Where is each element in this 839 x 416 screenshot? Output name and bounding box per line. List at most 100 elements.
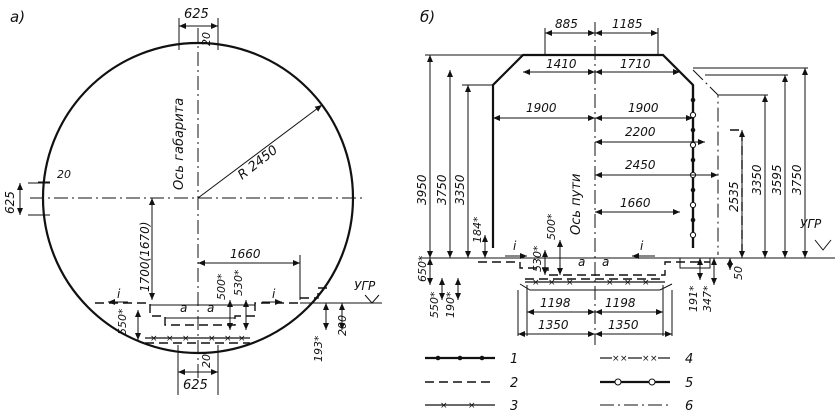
panel-b-label: б) (420, 8, 435, 26)
dim-1198a-label: 1198 (540, 296, 571, 310)
ugr-label-a: УГР (354, 279, 376, 293)
slope-i-left: i (117, 287, 121, 301)
mark-a-left-b: a (578, 255, 585, 269)
dim-2535-label: 2535 (727, 181, 741, 212)
dim-530b-label: 530* (531, 245, 544, 272)
svg-text:×: × (650, 354, 658, 364)
svg-text:×: × (208, 334, 216, 344)
dim-3950-label: 3950 (415, 174, 429, 205)
bottom-width-label: 625 (183, 378, 208, 393)
ugr-label-b: УГР (800, 217, 822, 231)
dim-347-label: 347* (701, 285, 714, 312)
legend-item-2: 2 (425, 376, 518, 391)
dim-1198b-label: 1198 (605, 296, 636, 310)
legend-item-5: 5 (600, 376, 693, 391)
dim-550-label: 550* (116, 308, 129, 335)
top-width-label: 625 (184, 7, 209, 22)
height-label: 1700(1670) (138, 222, 152, 292)
mark-a-right-b: a (602, 255, 609, 269)
dim-530-label: 530* (232, 269, 245, 296)
left-small-label: 20 (57, 168, 71, 181)
svg-text:×: × (532, 278, 540, 288)
legend-num-1: 1 (510, 352, 518, 367)
dim-1900b-label: 1900 (628, 101, 659, 115)
dim-2450-label: 2450 (625, 158, 656, 172)
dim-1410-label: 1410 (546, 57, 577, 71)
dim-1660-label: 1660 (230, 247, 261, 261)
structure-outline (692, 69, 719, 255)
right-curb (679, 258, 711, 269)
mark-a-right: a (207, 301, 214, 315)
legend-num-3: 3 (510, 399, 518, 414)
dim-1350a-label: 1350 (538, 318, 569, 332)
dim-r3595-label: 3595 (770, 164, 784, 195)
top-small-label: 20 (200, 32, 213, 46)
dim-193-label: 193* (312, 335, 325, 362)
legend-item-4: ×× ×× 4 (600, 352, 693, 367)
mark-a-left: a (180, 301, 187, 315)
dim-200-label: 200 (336, 315, 349, 336)
track-bed-b (478, 261, 710, 276)
dim-3750-label: 3750 (435, 174, 449, 205)
dim-190-label: 190* (444, 291, 457, 318)
ugr-symbol-a (364, 294, 380, 304)
legend-item-6: 6 (600, 399, 693, 414)
dim-r3350-label: 3350 (750, 164, 764, 195)
dim-500b-label: 500* (545, 213, 558, 240)
legend-item-1: 1 (425, 352, 518, 367)
radius-label: R 2450 (235, 143, 281, 183)
dim-650-label: 650* (416, 255, 429, 282)
svg-text:×: × (468, 401, 476, 411)
panel-b: б) Ось пути 885 1185 141 (415, 8, 835, 345)
svg-text:×: × (238, 334, 246, 344)
dim-r3750-label: 3750 (790, 164, 804, 195)
dim-191-label: 191* (687, 285, 700, 312)
svg-text:×: × (620, 354, 628, 364)
slope-i-right-b: i (640, 239, 644, 253)
svg-text:×: × (624, 278, 632, 288)
dim-50-label: 50 (732, 266, 745, 280)
left-width-label: 625 (3, 191, 17, 214)
track-slab-b (519, 283, 673, 291)
slope-i-left-b: i (513, 239, 517, 253)
track-bed-dashed (95, 302, 300, 326)
svg-text:×: × (166, 334, 174, 344)
svg-text:×: × (440, 401, 448, 411)
track-axis-label: Ось пути (569, 174, 584, 235)
dim-1710-label: 1710 (620, 57, 651, 71)
svg-text:×: × (182, 334, 190, 344)
svg-text:×: × (566, 278, 574, 288)
svg-text:×: × (612, 354, 620, 364)
legend-num-2: 2 (510, 376, 518, 391)
structure-outline-2 (730, 129, 743, 255)
svg-text:×: × (642, 354, 650, 364)
line1-dots (690, 97, 696, 223)
dim-1185-label: 1185 (612, 17, 643, 31)
gauge-axis-label: Ось габарита (172, 98, 187, 190)
svg-text:×: × (224, 334, 232, 344)
svg-text:×: × (150, 334, 158, 344)
cross-marks: × × × × × × (150, 334, 246, 344)
dim-1900a-label: 1900 (526, 101, 557, 115)
panel-a: а) Ось габарита R 2450 625 20 625 20 170… (3, 7, 382, 395)
dim-3350-label: 3350 (453, 174, 467, 205)
dim-2200-label: 2200 (625, 125, 656, 139)
legend-num-6: 6 (685, 399, 693, 414)
legend-num-4: 4 (685, 352, 693, 367)
legend-num-5: 5 (685, 376, 693, 391)
right-drain-dashed (300, 287, 328, 299)
cross-marks-b: ××× ××× (532, 278, 650, 288)
dim-550b-label: 550* (428, 291, 441, 318)
legend: 1 2 ×× 3 ×× ×× 4 5 6 (425, 352, 693, 414)
radius-line (197, 104, 323, 199)
legend-item-3: × × 3 (425, 399, 518, 414)
bottom-small-label: 20 (200, 354, 213, 368)
dim-885-label: 885 (555, 17, 578, 31)
dim-1660b-label: 1660 (620, 196, 651, 210)
dim-184-label: 184* (471, 216, 484, 243)
dim-500-label: 500* (215, 273, 228, 300)
slope-i-right: i (272, 287, 276, 301)
dim-1350b-label: 1350 (608, 318, 639, 332)
svg-text:×: × (642, 278, 650, 288)
